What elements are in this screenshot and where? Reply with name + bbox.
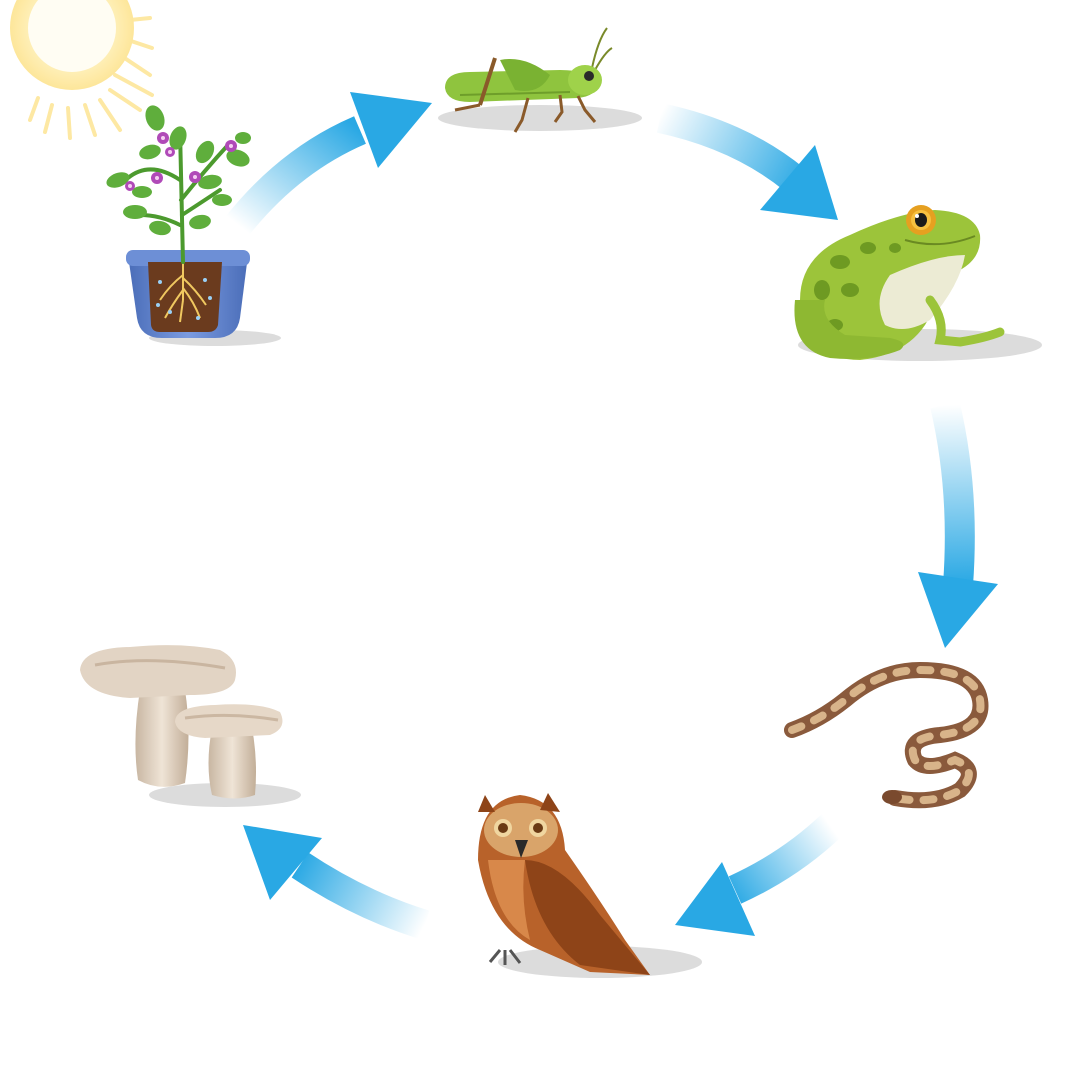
potted-plant-icon: [106, 105, 281, 346]
grasshopper-icon: [438, 27, 642, 133]
arrow-owl-to-mushrooms: [243, 825, 430, 940]
mushroom-icon: [80, 645, 301, 807]
owl-icon: [478, 793, 702, 978]
arrow-grasshopper-to-frog: [656, 103, 838, 220]
arrow-plant-to-grasshopper: [226, 92, 432, 235]
snake-icon: [784, 661, 989, 809]
sun-icon: [10, 0, 154, 140]
frog-icon: [794, 205, 1042, 361]
arrow-frog-to-snake: [918, 401, 998, 648]
arrow-snake-to-owl: [675, 814, 843, 936]
